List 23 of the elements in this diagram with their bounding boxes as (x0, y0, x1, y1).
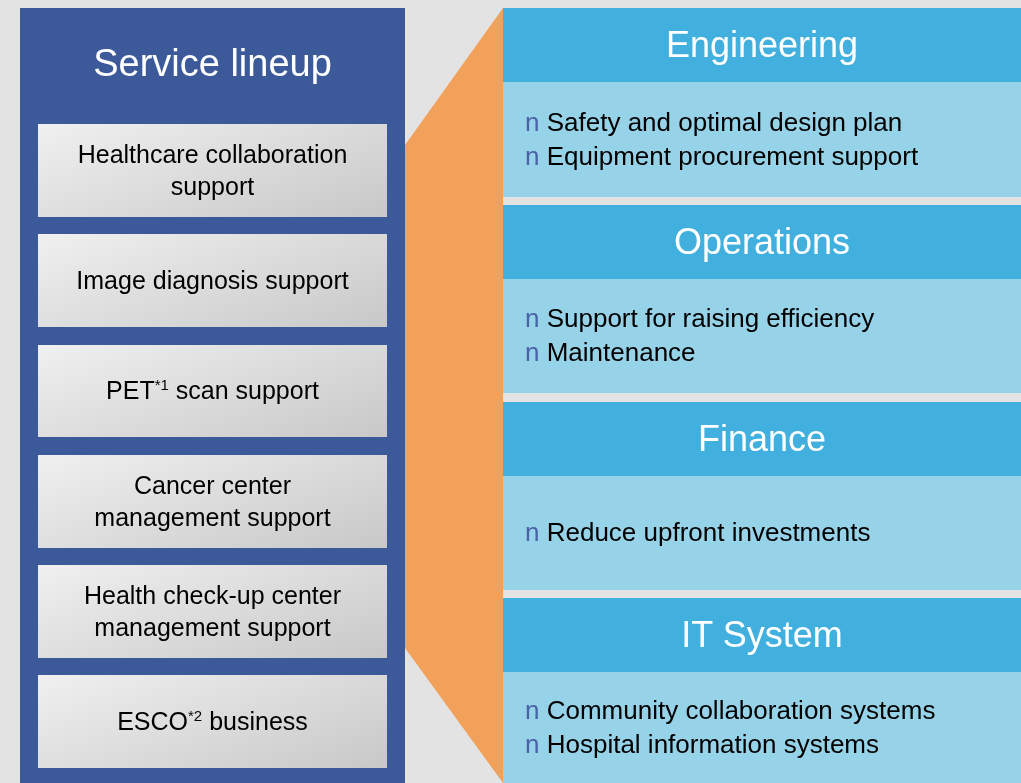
category-header: IT System (503, 598, 1021, 672)
service-item: PET$^{*1}$ scan support (38, 345, 387, 437)
category-body (503, 279, 1021, 393)
category-body (503, 82, 1021, 197)
service-item: Image diagnosis support (38, 234, 387, 327)
bullet-item: n Maintenance (525, 336, 697, 369)
bullet-item: n Reduce upfront investments (525, 516, 872, 550)
bullet-item: n Safety and optimal design plan (525, 105, 904, 139)
service-item: Healthcare collaboration support (38, 124, 387, 217)
bullet-item: n Hospital information systems (525, 727, 881, 761)
category-header: Engineering (503, 8, 1021, 82)
service-panel (20, 8, 405, 783)
service-item: ESCO$^{*2}$ business (38, 675, 387, 768)
bullet-item: n Support for raising efficiency (525, 302, 876, 336)
bullet-item: n Equipment procurement support (525, 139, 920, 173)
service-item: Cancer center management support (38, 455, 387, 548)
category-body (503, 476, 1021, 590)
category-body (503, 672, 1021, 783)
category-header: Operations (503, 205, 1021, 279)
bullet-item: n Community collaboration systems (525, 693, 937, 727)
service-item: Health check-up center management support (38, 565, 387, 658)
panel-title: Service lineup (92, 42, 333, 85)
category-header: Finance (503, 402, 1021, 476)
